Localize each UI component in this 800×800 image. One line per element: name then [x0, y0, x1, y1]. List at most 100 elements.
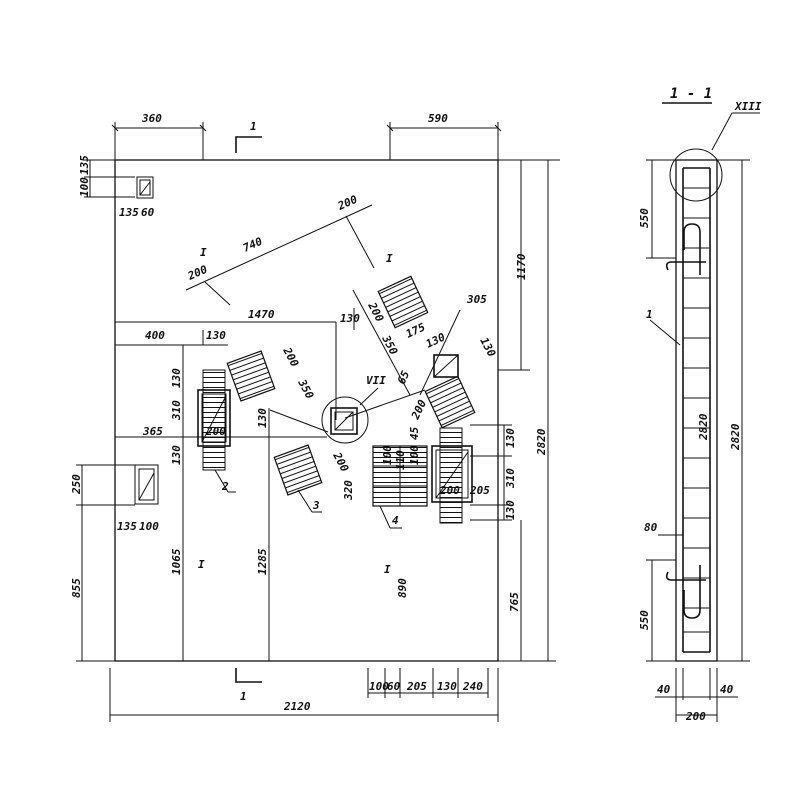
position-mark-1a: I	[200, 246, 207, 259]
dim-365: 365	[142, 425, 163, 438]
dim-350-a: 350	[379, 332, 400, 357]
dim-590: 590	[428, 112, 448, 125]
dim-130-b: 130	[340, 312, 360, 325]
dim-130-i: 130	[504, 500, 517, 520]
plate-pos4	[372, 445, 428, 507]
section-stirrups	[683, 187, 710, 633]
position-mark-1b: I	[386, 252, 393, 265]
dim-60: 60	[141, 206, 155, 219]
bottom-dimension-lines	[109, 668, 499, 722]
section-dim-2820-outer: 2820	[729, 423, 742, 451]
dim-100-b: 100	[381, 445, 394, 465]
section-dim-550-bottom: 550	[638, 610, 651, 630]
section-outline	[675, 159, 718, 662]
dim-200-d: 200	[205, 425, 226, 438]
insert-center-small	[330, 407, 358, 435]
dim-305: 305	[466, 293, 487, 306]
leader-lines	[214, 469, 402, 529]
plan-dimension-labels: 360 590 100 135 135 60 200 740 200 1170 …	[70, 112, 548, 713]
dim-100-c: 100	[408, 445, 421, 465]
dim-2820: 2820	[535, 428, 548, 456]
dim-1170: 1170	[515, 253, 528, 280]
section-dim-80: 80	[644, 521, 658, 534]
dim-205-b: 205	[406, 680, 427, 693]
dim-310-b: 310	[504, 468, 517, 489]
left-dimension-lines	[76, 159, 270, 662]
detail-xiii-circle	[669, 148, 723, 202]
section-view: 1 - 1 XIII	[638, 86, 762, 723]
insert-right	[431, 427, 473, 524]
dim-200-b: 200	[335, 193, 360, 214]
cut-mark-top: 1	[250, 120, 257, 133]
section-dim-40-right: 40	[720, 683, 734, 696]
plan-view: 360 590 100 135 135 60 200 740 200 1170 …	[70, 112, 560, 722]
detail-mark-xiii: XIII	[734, 100, 762, 113]
dim-320: 320	[342, 480, 355, 501]
dim-100-d: 100	[139, 520, 159, 533]
dim-2120: 2120	[283, 700, 311, 713]
dim-200-h: 200	[439, 484, 460, 497]
plan-marks: 1 1 I I I I 2 3 4 VII	[198, 120, 399, 703]
dim-200-a: 200	[185, 263, 210, 284]
section-title: 1 - 1	[670, 86, 712, 102]
plate-mid-right	[424, 375, 476, 429]
dim-400: 400	[145, 329, 165, 342]
dim-110: 110	[394, 450, 407, 470]
dim-65: 65	[395, 368, 413, 386]
dim-1285: 1285	[256, 548, 269, 575]
dim-200-e: 200	[280, 344, 301, 369]
dim-100: 100	[78, 177, 91, 197]
opening-bottom-left	[134, 464, 159, 505]
section-dim-40-left: 40	[657, 683, 671, 696]
plate-upper-left	[226, 350, 276, 402]
dim-130-j: 130	[437, 680, 457, 693]
dim-250: 250	[70, 474, 83, 495]
detail-mark-vii: VII	[366, 374, 386, 387]
dim-130-f: 130	[256, 408, 269, 428]
dim-350-b: 350	[295, 376, 316, 401]
position-mark-1c: I	[198, 558, 205, 571]
dim-310-a: 310	[170, 400, 183, 421]
lifting-loops	[665, 223, 706, 619]
insert-left	[197, 369, 231, 471]
dim-855: 855	[70, 578, 83, 598]
dim-130-d: 130	[477, 335, 498, 359]
panel-outline	[114, 159, 499, 662]
position-mark-2: 2	[221, 480, 229, 493]
section-dimension-lines	[646, 159, 750, 722]
dim-240: 240	[462, 680, 483, 693]
plate-pos3	[273, 444, 323, 496]
dim-1065: 1065	[170, 548, 183, 575]
position-mark-3: 3	[312, 499, 320, 512]
section-pos-1: 1	[646, 308, 653, 321]
section-dim-550-top: 550	[638, 208, 651, 228]
cut-mark-bottom: 1	[240, 690, 247, 703]
dim-1470: 1470	[248, 308, 275, 321]
dim-60-b: 60	[387, 680, 401, 693]
dim-740: 740	[241, 235, 265, 255]
dim-890: 890	[396, 578, 409, 598]
dim-200-g: 200	[330, 449, 351, 474]
section-dim-200: 200	[685, 710, 706, 723]
dim-130-a: 130	[206, 329, 226, 342]
right-dimension-lines	[470, 159, 560, 662]
plate-top-right	[377, 275, 429, 329]
dim-175: 175	[404, 320, 428, 340]
dim-100-e: 100	[369, 680, 389, 693]
dim-130-g: 130	[170, 445, 183, 465]
opening-top-left	[136, 176, 154, 199]
dim-765: 765	[508, 592, 521, 612]
dim-130-c: 130	[424, 330, 448, 350]
section-dim-2820-inner: 2820	[697, 413, 710, 441]
insert-top-right-small	[433, 354, 459, 378]
section-cut-marks	[235, 136, 262, 683]
dim-205: 205	[469, 484, 490, 497]
position-mark-1d: I	[384, 563, 391, 576]
dim-200-f: 200	[409, 397, 430, 422]
dim-130-h: 130	[504, 428, 517, 448]
position-mark-4: 4	[392, 514, 399, 527]
top-dimension-lines	[111, 122, 502, 160]
dim-135-top: 135	[78, 155, 91, 175]
section-reinforcement	[682, 167, 711, 653]
